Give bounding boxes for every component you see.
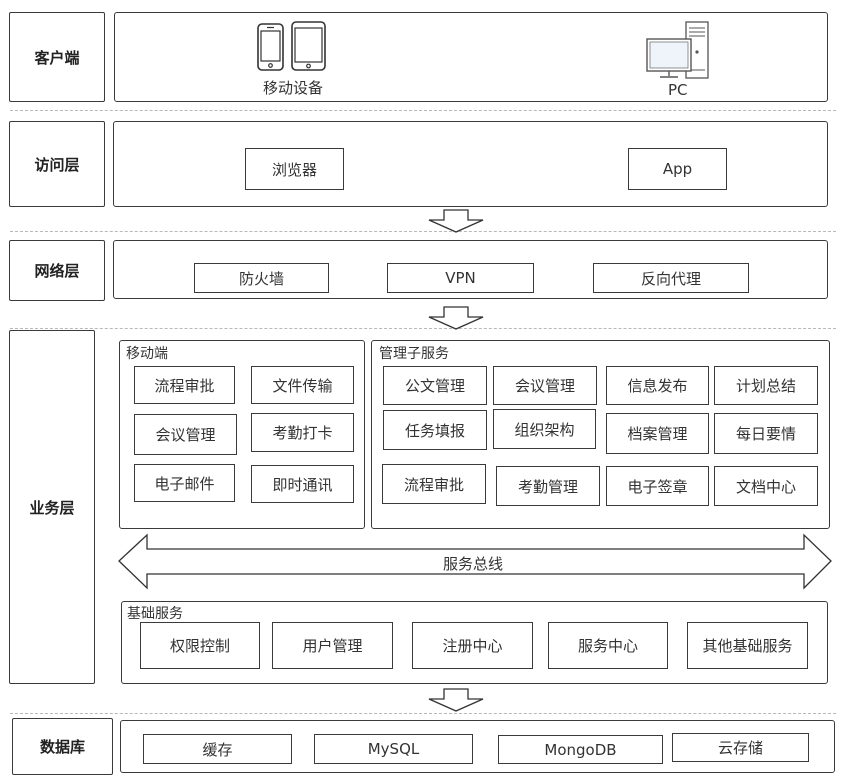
mgmt-item: 信息发布 — [606, 366, 709, 405]
mgmt-item: 考勤管理 — [496, 466, 600, 506]
cloud-storage-box: 云存储 — [672, 733, 809, 762]
vpn-box: VPN — [387, 263, 534, 293]
mysql-box: MySQL — [314, 734, 473, 764]
layer-label-network: 网络层 — [9, 240, 105, 301]
mgmt-item: 文档中心 — [714, 466, 818, 506]
mgmt-item: 流程审批 — [382, 464, 486, 504]
tablet-icon — [291, 21, 326, 71]
mgmt-item: 会议管理 — [493, 366, 597, 405]
base-group-title: 基础服务 — [127, 606, 183, 622]
pc-label: PC — [668, 81, 688, 99]
cache-box: 缓存 — [143, 734, 292, 764]
base-item: 服务中心 — [548, 622, 668, 669]
base-item: 用户管理 — [272, 622, 393, 669]
service-bus-label: 服务总线 — [443, 555, 504, 573]
mobile-item: 会议管理 — [134, 414, 237, 455]
mgmt-item: 公文管理 — [383, 366, 487, 405]
separator-line — [10, 110, 836, 111]
app-box: App — [628, 148, 727, 190]
desktop-pc-icon — [646, 21, 709, 79]
firewall-box: 防火墙 — [194, 263, 329, 293]
mgmt-item: 计划总结 — [714, 366, 818, 405]
base-item: 其他基础服务 — [687, 622, 808, 669]
base-item: 权限控制 — [140, 622, 260, 669]
separator-line — [10, 328, 836, 329]
separator-line — [10, 713, 836, 714]
base-item: 注册中心 — [412, 622, 533, 669]
down-arrow-icon — [428, 688, 484, 712]
separator-line — [10, 231, 836, 232]
client-panel: 移动设备 PC — [114, 12, 828, 102]
mobile-item: 电子邮件 — [134, 464, 235, 502]
bidirectional-arrow-icon — [118, 533, 832, 590]
layer-label-access: 访问层 — [9, 121, 105, 207]
mgmt-item: 电子签章 — [606, 466, 709, 506]
mobile-device-label: 移动设备 — [263, 79, 324, 97]
mobile-group-title: 移动端 — [126, 346, 168, 362]
mobile-item: 考勤打卡 — [251, 413, 354, 452]
layer-label-business: 业务层 — [9, 330, 95, 684]
browser-box: 浏览器 — [245, 148, 344, 190]
mgmt-group-title: 管理子服务 — [379, 346, 449, 362]
mobile-item: 即时通讯 — [251, 465, 354, 503]
mobile-item: 文件传输 — [251, 366, 354, 404]
layer-label-database: 数据库 — [12, 718, 113, 775]
mobile-item: 流程审批 — [134, 366, 235, 404]
mongodb-box: MongoDB — [498, 735, 663, 764]
down-arrow-icon — [428, 306, 484, 330]
mgmt-item: 任务填报 — [383, 410, 487, 450]
layer-label-client: 客户端 — [9, 12, 105, 102]
mgmt-item: 组织架构 — [493, 409, 596, 449]
reverse-proxy-box: 反向代理 — [593, 263, 749, 293]
mgmt-item: 档案管理 — [606, 413, 709, 454]
mgmt-item: 每日要情 — [714, 413, 818, 454]
down-arrow-icon — [428, 209, 484, 233]
smartphone-icon — [257, 23, 284, 71]
